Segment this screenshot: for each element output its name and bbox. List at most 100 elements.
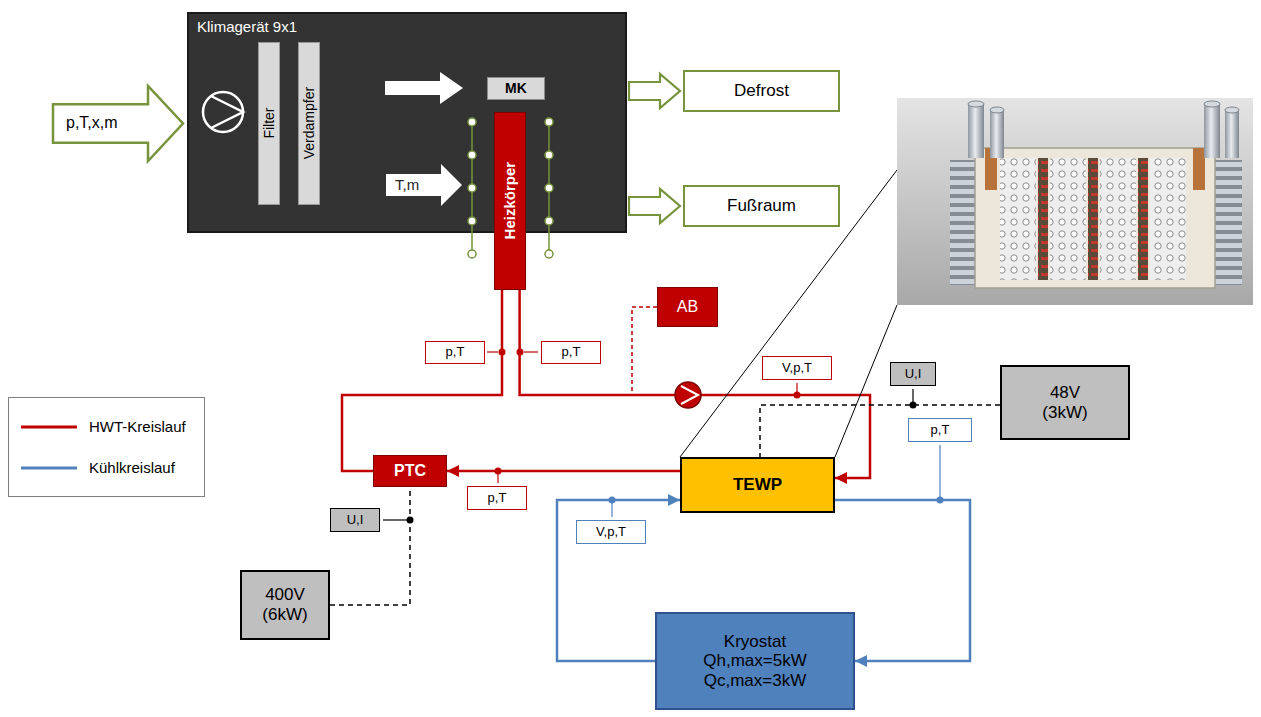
frame-plate (975, 148, 1215, 288)
heater-probe-line (471, 122, 473, 254)
pipe-stub (990, 110, 1004, 158)
airflow-arrow: T,m (385, 163, 463, 207)
probe-dot (468, 184, 476, 192)
pipe-stub (968, 104, 984, 158)
sensor-dot (407, 517, 414, 524)
pipe-connector (447, 470, 680, 473)
sensor-box: p,T (467, 486, 527, 510)
probe-dot (545, 184, 553, 192)
pump-symbol (681, 386, 698, 404)
fan-symbol (203, 92, 243, 132)
node-label: Verdampfer (301, 87, 317, 159)
sensor-dot (937, 497, 944, 504)
pump-symbol (675, 382, 701, 408)
legend-entry: Kühlkreislauf (21, 459, 192, 476)
leader-line (524, 351, 538, 352)
filter-element: Filter (258, 42, 280, 205)
pipe-connector (835, 500, 970, 661)
power-supply: 48V (3kW) (1000, 365, 1130, 440)
outlet-box: Defrost (683, 70, 840, 112)
power-supply: 400V (6kW) (240, 570, 330, 640)
node-label: U,I (347, 513, 364, 528)
legend-line (21, 425, 77, 428)
sensor-dot (517, 349, 524, 356)
leader-line (611, 503, 612, 517)
heat-exchanger-photo (897, 98, 1253, 305)
legend-entry: HWT-Kreislauf (21, 418, 192, 435)
node-label: Kryostat (724, 632, 786, 652)
thermoelectric-module (1050, 158, 1086, 280)
probe-dot (468, 118, 476, 126)
legend-sample (21, 421, 77, 433)
sensor-dot (910, 402, 917, 409)
sensor-box: p,T (541, 341, 601, 364)
pipe-connector (342, 290, 502, 471)
sensor-box: p,T (425, 341, 485, 364)
pipe-stub (990, 107, 1004, 113)
thermoelectric-module (1100, 158, 1136, 280)
cooling-fins (950, 160, 978, 285)
leader-line (487, 351, 498, 352)
probe-dot (545, 217, 553, 225)
probe-dot (545, 118, 553, 126)
outlet-box: Fußraum (683, 185, 840, 227)
node-label: Qc,max=3kW (704, 671, 807, 691)
unit-title: Klimagerät 9x1 (197, 18, 297, 35)
leader-line (796, 383, 797, 392)
sensor-dot (495, 468, 502, 475)
probe-dot (545, 250, 553, 258)
thermoelectric-module (1000, 158, 1036, 280)
node-label: p,T (562, 345, 581, 360)
node-label: TEWP (733, 475, 782, 495)
arrow-outline (386, 164, 462, 206)
airflow-arrow (385, 72, 463, 104)
probe-dot (468, 217, 476, 225)
wiring (1038, 158, 1048, 280)
node-label: p,T,x,m (66, 114, 118, 132)
node-label: T,m (395, 176, 419, 193)
thermoelectric-module (1150, 158, 1186, 280)
node-label: V,p,T (596, 525, 626, 540)
wiring (1138, 158, 1148, 280)
node-label: MK (505, 80, 527, 96)
pipe-stub (1225, 107, 1239, 113)
photo-background (897, 98, 1253, 305)
node-label: 400V (6kW) (257, 585, 313, 624)
arrow-outline (53, 86, 183, 161)
heat-pump-module: TEWP (680, 457, 835, 513)
sensor-box: U,I (330, 508, 380, 532)
probe-dot (468, 250, 476, 258)
node-label: PTC (394, 462, 426, 480)
node-label: U,I (905, 367, 922, 382)
control-unit: AB (657, 287, 718, 327)
wiring (1088, 158, 1098, 280)
node-label: Fußraum (727, 196, 796, 216)
sensor-box: p,T (908, 418, 972, 442)
leader-line (383, 519, 407, 520)
pipe-stub (1204, 104, 1220, 158)
legend-box: HWT-KreislaufKühlkreislauf (8, 397, 205, 497)
cryostat-box: KryostatQh,max=5kWQc,max=3kW (655, 612, 855, 710)
sensor-dot (609, 497, 616, 504)
mixing-flap: MK (487, 77, 545, 100)
power-line (330, 487, 410, 605)
sensor-dot (794, 392, 801, 399)
airflow-arrow (629, 189, 680, 223)
fan-symbol (211, 96, 243, 128)
airflow-arrow (629, 74, 680, 108)
sensor-box: V,p,T (762, 356, 832, 380)
node-label: Defrost (734, 81, 789, 101)
probe-dot (545, 151, 553, 159)
signal-line (632, 307, 657, 393)
temperature-probe-dots (468, 118, 553, 258)
node-label: p,T (446, 345, 465, 360)
sensor-dot (499, 349, 506, 356)
pipe-stub (1204, 101, 1220, 107)
node-label: V,p,T (782, 361, 812, 376)
node-label: AB (677, 298, 698, 316)
node-label: Qh,max=5kW (703, 651, 806, 671)
legend-line (21, 466, 77, 469)
zoom-line (680, 170, 897, 457)
copper-terminal (1193, 148, 1205, 190)
legend-sample (21, 462, 77, 474)
